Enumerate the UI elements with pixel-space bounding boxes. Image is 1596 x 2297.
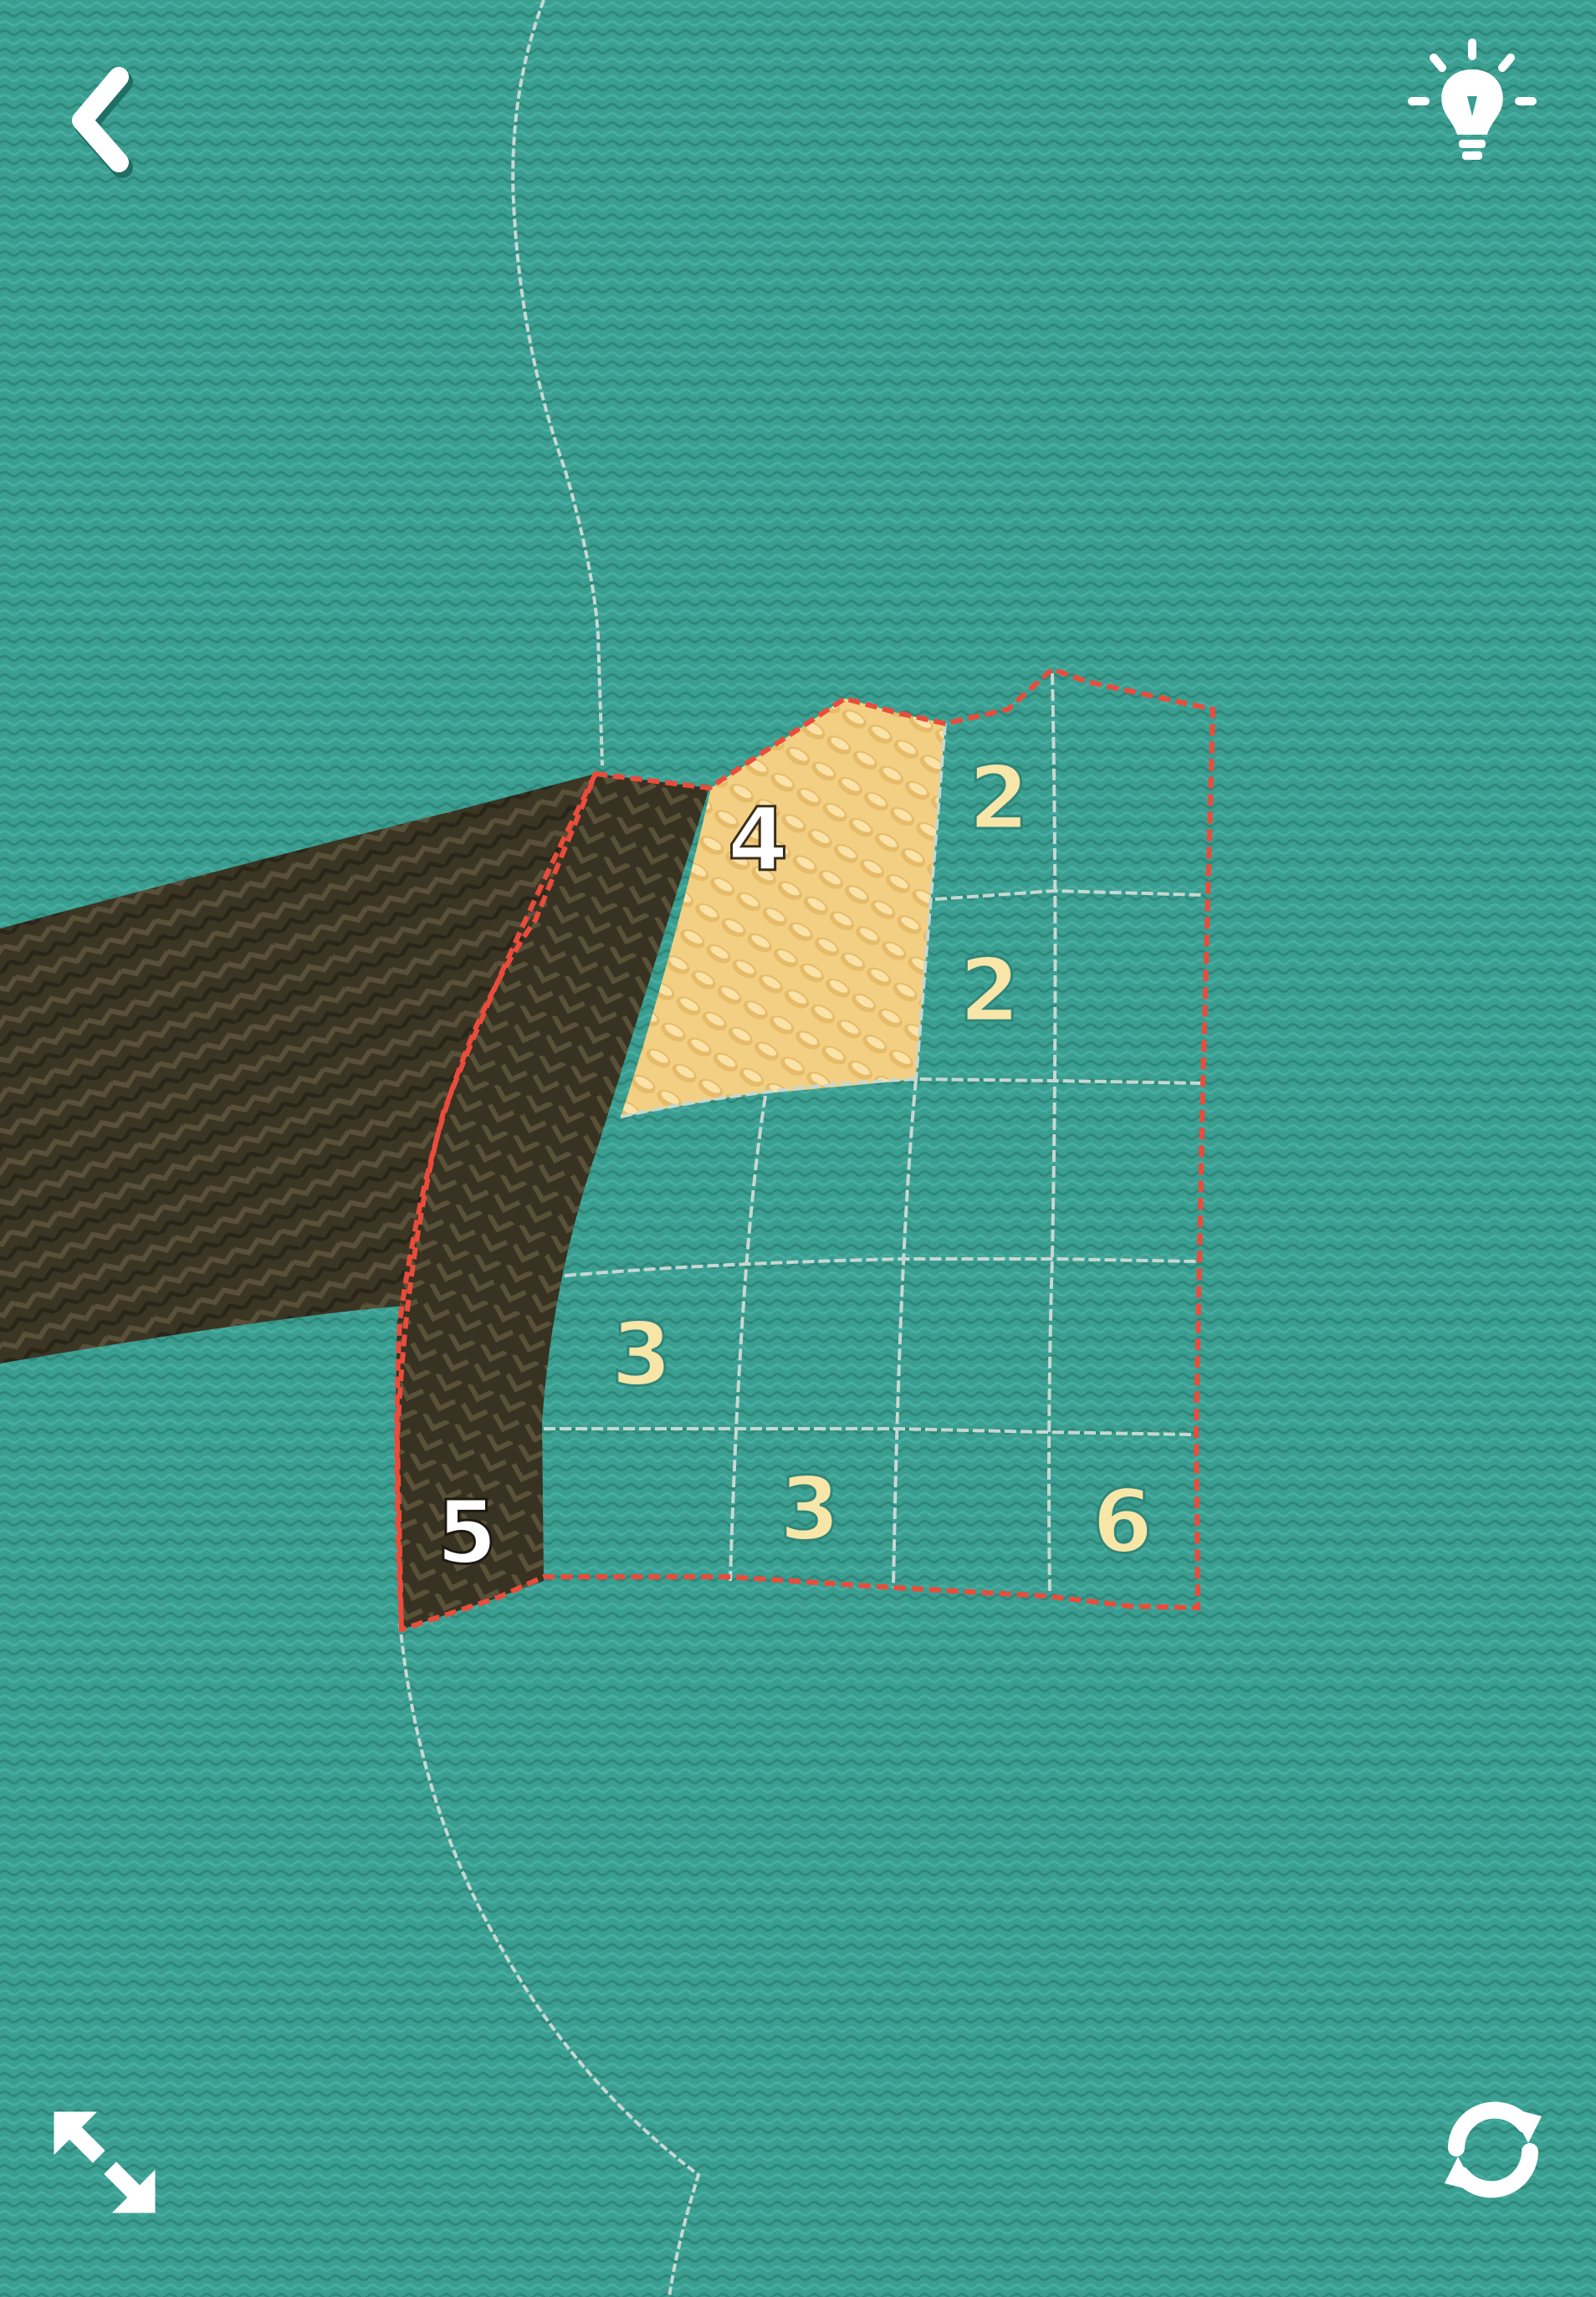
clue-3-bottom[interactable]: 3 xyxy=(778,1457,841,1562)
clue-5[interactable]: 5 xyxy=(435,1481,498,1585)
puzzle-grid xyxy=(544,673,1205,1594)
dark-yarn-band xyxy=(0,774,596,1363)
region-yellow xyxy=(621,698,945,1117)
hint-button[interactable] xyxy=(1405,38,1539,171)
outline-curve-bottom xyxy=(398,1622,701,2297)
clue-2-top[interactable]: 2 xyxy=(967,746,1030,851)
region-dark-stripe xyxy=(396,774,709,1629)
expand-arrows-icon xyxy=(54,2111,156,2213)
clue-3-left[interactable]: 3 xyxy=(610,1302,673,1407)
restart-button[interactable] xyxy=(1426,2083,1560,2217)
clue-2-second[interactable]: 2 xyxy=(958,939,1021,1043)
back-button[interactable] xyxy=(33,50,167,184)
outline-curve-top xyxy=(511,0,604,766)
expand-button[interactable] xyxy=(38,2095,171,2229)
refresh-icon xyxy=(1445,2101,1542,2198)
clue-layer: 4 2 2 3 5 3 6 xyxy=(435,746,1154,1585)
clue-6[interactable]: 6 xyxy=(1091,1470,1154,1574)
chevron-left-icon xyxy=(72,67,133,178)
dark-stripe-outline xyxy=(394,772,598,1630)
lightbulb-icon xyxy=(1408,38,1537,160)
clue-4[interactable]: 4 xyxy=(726,788,789,893)
